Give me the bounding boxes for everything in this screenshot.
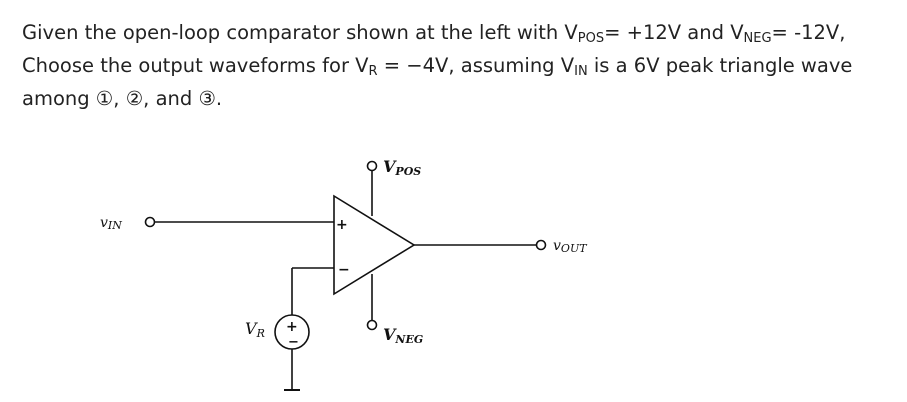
vout-terminal bbox=[535, 239, 547, 251]
vr-source-minus-label: − bbox=[288, 335, 299, 350]
vpos-subscript: POS bbox=[577, 31, 605, 46]
vpos-label-main: V bbox=[383, 157, 397, 176]
question-line-1: Given the open-loop comparator shown at … bbox=[22, 16, 892, 49]
op-amp-triangle bbox=[333, 194, 416, 296]
question-text: Given the open-loop comparator shown at … bbox=[22, 16, 892, 115]
vr-label-sub: R bbox=[256, 327, 265, 340]
question-line-1-part-b: = +12V and V bbox=[604, 21, 744, 44]
vneg-subscript: NEG bbox=[743, 31, 772, 46]
question-line-2-part-a: Choose the output waveforms for V bbox=[22, 54, 369, 77]
vin-label-sub: IN bbox=[107, 219, 122, 232]
vpos-label: VPOS bbox=[383, 157, 421, 178]
vr-source-plus-label: + bbox=[286, 319, 298, 335]
vin-label-main: v bbox=[100, 215, 108, 231]
vout-label: vOUT bbox=[553, 238, 588, 255]
vout-label-main: v bbox=[553, 238, 561, 254]
vin-terminal bbox=[144, 216, 156, 228]
vneg-terminal bbox=[366, 319, 378, 331]
vpos-label-sub: POS bbox=[394, 165, 421, 178]
question-line-1-part-a: Given the open-loop comparator shown at … bbox=[22, 21, 578, 44]
vneg-label-sub: NEG bbox=[394, 333, 423, 346]
non-inverting-input-label: + bbox=[336, 217, 348, 233]
inverting-input-label: − bbox=[338, 262, 350, 278]
vout-label-sub: OUT bbox=[561, 242, 588, 255]
vin-subscript: IN bbox=[574, 64, 588, 79]
question-line-2-part-c: is a 6V peak triangle wave bbox=[587, 54, 853, 77]
question-line-2: Choose the output waveforms for VR = −4V… bbox=[22, 49, 892, 82]
question-line-2-part-b: = −4V, assuming V bbox=[377, 54, 575, 77]
vneg-label: VNEG bbox=[383, 325, 423, 346]
question-line-3: among ①, ②, and ③. bbox=[22, 87, 223, 110]
vneg-label-main: V bbox=[383, 325, 397, 344]
vpos-terminal bbox=[366, 160, 378, 172]
vin-label: vIN bbox=[100, 215, 122, 232]
question-line-1-part-c: = -12V, bbox=[771, 21, 846, 44]
vr-label: VR bbox=[245, 319, 265, 340]
vr-subscript: R bbox=[368, 64, 378, 79]
vr-label-main: V bbox=[245, 319, 258, 338]
